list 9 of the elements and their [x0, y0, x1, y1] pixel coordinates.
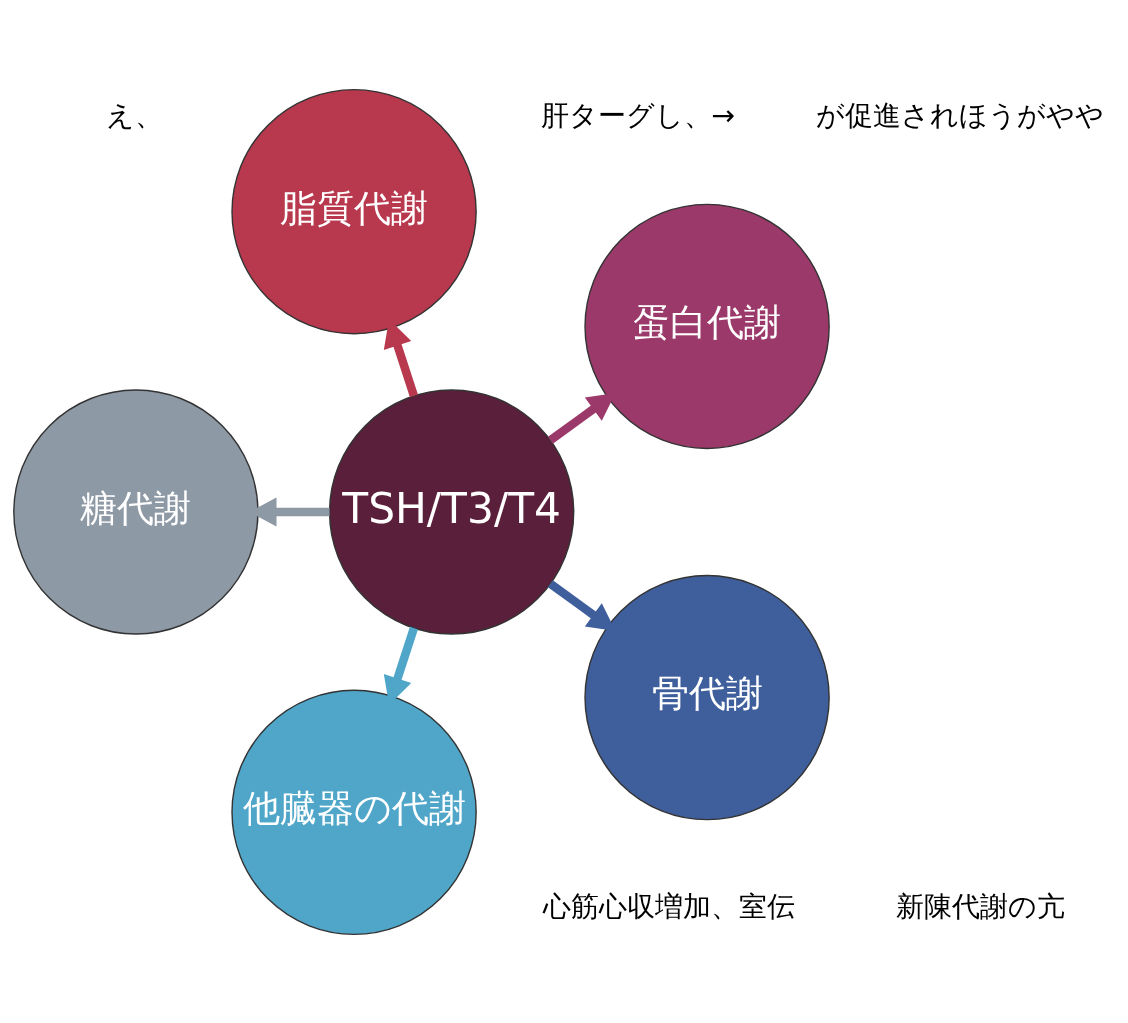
label: 心筋心収増加、室伝 [542, 889, 795, 923]
node-circle: 糖代謝 [13, 388, 259, 635]
label: が促進されほうがやや [815, 98, 1104, 132]
label: 肝ターグし、→ [540, 98, 736, 132]
node-circle: TSH/T3/T4 [328, 388, 575, 635]
node-circle: 脂質代謝 [231, 88, 477, 334]
label: 新陳代謝の亢 [896, 889, 1066, 923]
label: え、 [105, 98, 163, 132]
node-circle: 他臓器の代謝 [231, 689, 477, 935]
